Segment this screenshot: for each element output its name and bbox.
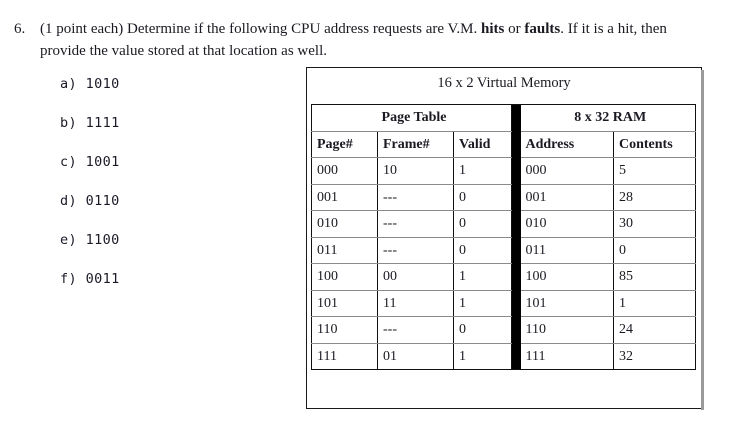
group-header-ram: 8 x 32 RAM <box>520 104 696 132</box>
column-header-page: Page# <box>311 131 378 158</box>
table-divider-bar <box>511 104 521 131</box>
question-line-2: provide the value stored at that locatio… <box>40 42 327 59</box>
answer-item-d[interactable]: d) 0110 <box>60 193 120 209</box>
column-header-row: Page# Frame# Valid Address Contents <box>311 131 696 158</box>
column-header-valid: Valid <box>453 131 512 158</box>
cell-frame: 01 <box>377 343 454 370</box>
answer-choice-list: a) 1010 b) 1111 c) 1001 d) 0110 e) 1100 … <box>60 76 260 310</box>
cell-address: 010 <box>520 210 614 238</box>
table-row: 111 01 1 111 32 <box>311 343 696 370</box>
table-divider-bar <box>511 131 521 158</box>
cell-page: 001 <box>311 184 378 211</box>
cell-valid: 1 <box>453 157 512 185</box>
table-row: 011 --- 0 011 0 <box>311 237 696 264</box>
question-block: 6. (1 point each) Determine if the follo… <box>14 19 720 62</box>
table-row: 101 11 1 101 1 <box>311 290 696 317</box>
cell-frame: --- <box>377 237 454 264</box>
cell-page: 111 <box>311 343 378 370</box>
cell-frame: --- <box>377 316 454 344</box>
cell-contents: 32 <box>619 348 633 364</box>
table-divider-bar <box>511 157 521 184</box>
table-divider-bar <box>511 237 521 264</box>
diagram-title: 16 x 2 Virtual Memory <box>437 75 571 91</box>
answer-item-f[interactable]: f) 0011 <box>60 271 120 287</box>
cell-frame: --- <box>377 210 454 238</box>
cell-page: 000 <box>311 157 378 185</box>
question-number: 6. <box>14 21 26 37</box>
cell-contents: 0 <box>613 237 696 264</box>
answer-item-b[interactable]: b) 1111 <box>60 115 120 131</box>
table-divider-bar <box>511 343 521 370</box>
answer-item-e[interactable]: e) 1100 <box>60 232 120 248</box>
cell-valid: 1 <box>453 263 512 291</box>
question-text-part-3: . If it is a hit, then <box>560 21 667 37</box>
cell-page: 100 <box>311 263 378 291</box>
question-text-part-2: or <box>504 21 525 37</box>
cell-page: 110 <box>311 316 378 344</box>
cell-contents: 5 <box>613 157 696 185</box>
cell-address: 011 <box>520 237 614 264</box>
cell-frame: --- <box>377 184 454 211</box>
memory-table: Page Table 8 x 32 RAM Page# Frame# Valid… <box>311 104 696 370</box>
cell-frame: 11 <box>377 290 454 317</box>
group-header-page-table: Page Table <box>311 104 512 132</box>
cell-contents: 1 <box>613 290 696 317</box>
column-header-contents: Contents <box>613 131 696 158</box>
cell-address: 101 <box>520 290 614 317</box>
cell-frame: 10 <box>377 157 454 185</box>
answer-item-a[interactable]: a) 1010 <box>60 76 120 92</box>
question-bold-faults: faults <box>524 21 561 37</box>
table-row: 100 00 1 100 85 <box>311 263 696 291</box>
question-line-1: (1 point each) Determine if the followin… <box>40 19 720 41</box>
virtual-memory-diagram: 16 x 2 Virtual Memory Page Table 8 x 32 … <box>306 67 704 410</box>
cell-address: 100 <box>520 263 614 291</box>
table-divider-bar <box>511 184 521 211</box>
table-row: 000 10 1 000 5 <box>311 157 696 185</box>
cell-contents: 85 <box>613 263 696 291</box>
column-header-address: Address <box>520 131 614 158</box>
table-row: 110 --- 0 110 24 <box>311 316 696 344</box>
cell-valid: 0 <box>453 316 512 344</box>
cell-valid: 0 <box>453 210 512 238</box>
cell-contents: 24 <box>613 316 696 344</box>
cell-contents: 30 <box>613 210 696 238</box>
cell-frame: 00 <box>377 263 454 291</box>
question-text: (1 point each) Determine if the followin… <box>40 19 720 62</box>
table-divider-bar <box>511 290 521 317</box>
cell-valid: 1 <box>453 343 512 370</box>
cell-address: 001 <box>520 184 614 211</box>
question-bold-hits: hits <box>481 21 505 37</box>
cell-contents: 28 <box>613 184 696 211</box>
cell-address: 111 <box>520 343 614 370</box>
cell-valid: 0 <box>453 237 512 264</box>
cell-address: 110 <box>520 316 614 344</box>
question-text-part-1: (1 point each) Determine if the followin… <box>40 21 482 37</box>
cell-page: 101 <box>311 290 378 317</box>
table-row: 010 --- 0 010 30 <box>311 210 696 238</box>
cell-valid: 1 <box>453 290 512 317</box>
table-row: 001 --- 0 001 28 <box>311 184 696 211</box>
answer-item-c[interactable]: c) 1001 <box>60 154 120 170</box>
cell-page: 011 <box>311 237 378 264</box>
table-divider-bar <box>511 210 521 237</box>
cell-address: 000 <box>520 157 614 185</box>
group-header-row: Page Table 8 x 32 RAM <box>311 104 696 132</box>
cell-valid: 0 <box>453 184 512 211</box>
column-header-frame: Frame# <box>377 131 454 158</box>
table-divider-bar <box>511 316 521 343</box>
table-divider-bar <box>511 263 521 290</box>
cell-page: 010 <box>311 210 378 238</box>
